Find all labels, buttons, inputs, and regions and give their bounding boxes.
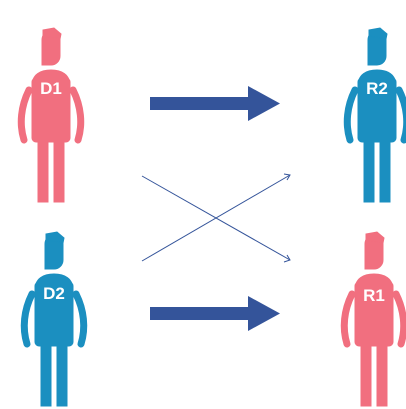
person-r2-label: R2 — [366, 79, 388, 98]
cross-lines — [141, 173, 291, 263]
person-d2: D2 — [24, 232, 83, 406]
cross-arrowhead-top — [283, 173, 291, 181]
arrow-bottom — [150, 296, 280, 331]
arrow-top — [150, 86, 280, 121]
person-d1-label: D1 — [40, 79, 62, 98]
person-r1-label: R1 — [363, 286, 385, 305]
person-d1: D1 — [21, 28, 80, 202]
cross-arrowhead-bottom — [283, 254, 291, 263]
person-d2-label: D2 — [43, 284, 65, 303]
person-r2: R2 — [347, 28, 406, 202]
cross-line-up — [141, 174, 291, 262]
person-r1: R1 — [344, 232, 403, 406]
